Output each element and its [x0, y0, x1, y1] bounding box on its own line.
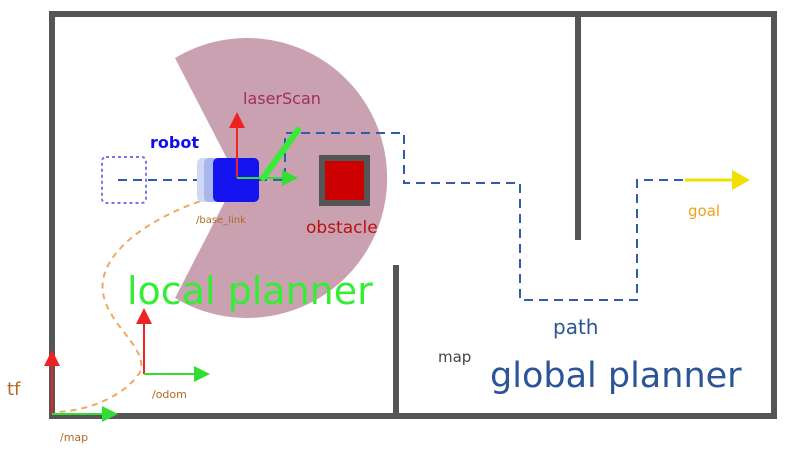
obstacle-label: obstacle [306, 218, 378, 238]
odometry-trail [57, 197, 211, 413]
tf-label: tf [7, 379, 21, 400]
base-link-label: /base_link [196, 215, 246, 226]
odom-frame-label: /odom [152, 388, 187, 401]
local-planner-trajectory [260, 127, 301, 181]
map-boundary-wall [49, 11, 777, 419]
previous-robot-position [101, 156, 147, 204]
laser-scan-label: laserScan [243, 89, 321, 108]
robot-label: robot [150, 133, 199, 152]
goal-label: goal [688, 202, 720, 220]
local-planner-label: local planner [127, 269, 373, 313]
global-path-line-main [258, 132, 685, 301]
map-frame-label: /map [60, 431, 88, 444]
global-planner-label: global planner [490, 356, 742, 396]
goal-arrow-head [732, 170, 750, 190]
obstacle-box [319, 155, 370, 206]
path-label: path [553, 315, 598, 339]
robot-body [213, 158, 259, 202]
map-label: map [438, 348, 471, 366]
